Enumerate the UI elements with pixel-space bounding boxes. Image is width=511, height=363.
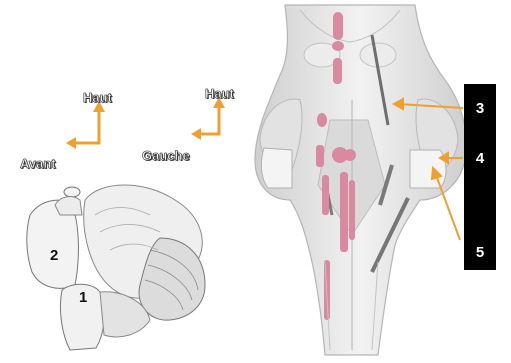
small-view-label-2: 2 xyxy=(50,247,58,264)
callout-label-3: 3 xyxy=(464,100,496,117)
orientation-arrows-2 xyxy=(191,97,225,140)
orientation-up-label-1: Haut xyxy=(83,90,112,105)
callout-label-bar: 3 4 5 xyxy=(464,84,496,270)
callout-label-5: 5 xyxy=(464,244,496,261)
brainstem-lateral-view xyxy=(27,185,205,350)
orientation-arrows-1 xyxy=(66,101,105,149)
orientation-left-label: Gauche xyxy=(142,148,190,163)
orientation-up-label-2: Haut xyxy=(205,86,234,101)
small-view-label-1: 1 xyxy=(79,289,87,306)
brainstem-dorsal-view xyxy=(255,5,466,355)
orientation-front-label: Avant xyxy=(20,156,56,171)
callout-label-4: 4 xyxy=(464,150,496,167)
